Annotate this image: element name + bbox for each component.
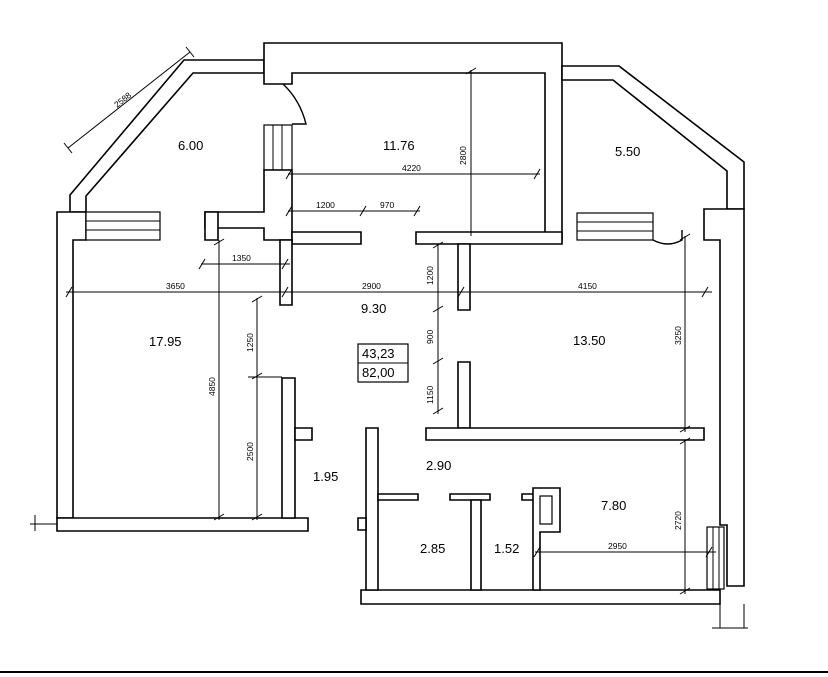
room-area-label: 13.50 <box>573 333 606 348</box>
dim-4850: 4850 <box>207 377 217 396</box>
total-area: 82,00 <box>362 365 395 380</box>
living-area: 43,23 <box>362 346 395 361</box>
room-area-label: 2.90 <box>426 458 451 473</box>
window-right-lower <box>706 526 725 590</box>
room-area-label: 17.95 <box>149 334 182 349</box>
dim-1200-side: 1200 <box>425 266 435 285</box>
window-left <box>85 211 161 241</box>
wall-corridor-v <box>365 427 379 591</box>
wall-wc-2 <box>449 493 491 501</box>
dim-900: 900 <box>425 330 435 344</box>
wall-partition-2 <box>415 231 563 245</box>
room-area-label: 2.85 <box>420 541 445 556</box>
dim-2588: 2588 <box>112 90 133 110</box>
wall-mid-h <box>425 427 705 441</box>
dim-4220: 4220 <box>402 163 421 173</box>
wall-stub-ac <box>204 211 219 241</box>
window-right <box>576 212 654 241</box>
dim-1250: 1250 <box>245 333 255 352</box>
dim-1350: 1350 <box>232 253 251 263</box>
wall-wc-1 <box>377 493 419 501</box>
dim-4150: 4150 <box>578 281 597 291</box>
room-area-label: 1.95 <box>313 469 338 484</box>
wall-right <box>703 208 745 587</box>
wall-corridor-stub <box>357 517 367 531</box>
dim-2950: 2950 <box>608 541 627 551</box>
wall-bath-stub <box>294 427 313 441</box>
dim-2900: 2900 <box>362 281 381 291</box>
dim-2800: 2800 <box>458 146 468 165</box>
wall-col-b <box>457 243 471 311</box>
wall-top-center <box>263 42 563 241</box>
door-swing-right <box>652 230 683 245</box>
wall-col-c <box>457 361 471 429</box>
room-area-label: 6.00 <box>178 138 203 153</box>
area-totals: 43,23 82,00 <box>357 343 409 383</box>
wall-right-bay <box>561 65 745 210</box>
dim-1150: 1150 <box>425 385 435 404</box>
wall-bottom-left <box>56 517 309 532</box>
wall-left-bay <box>69 59 265 213</box>
bottom-rule <box>0 671 828 673</box>
wall-col-a <box>279 239 293 306</box>
dim-970: 970 <box>380 200 394 210</box>
room-area-label: 7.80 <box>601 498 626 513</box>
dim-1200-top: 1200 <box>316 200 335 210</box>
room-area-label: 9.30 <box>361 301 386 316</box>
window-upper-left <box>263 124 293 171</box>
wall-bath-left <box>281 377 296 519</box>
dim-2720: 2720 <box>673 511 683 530</box>
wall-inner-upper <box>204 169 293 241</box>
wall-bottom-right <box>360 589 721 605</box>
wall-left <box>56 211 87 519</box>
room-area-label: 1.52 <box>494 541 519 556</box>
dim-3650: 3650 <box>166 281 185 291</box>
dim-3250: 3250 <box>673 326 683 345</box>
wall-wc-v <box>470 499 482 591</box>
shaft-inner <box>539 495 553 525</box>
dimension-lines <box>63 46 716 595</box>
door-swing-top <box>282 83 307 125</box>
wall-partition-1 <box>291 231 362 245</box>
room-area-label: 11.76 <box>383 138 415 153</box>
dim-2500: 2500 <box>245 442 255 461</box>
room-area-label: 5.50 <box>615 144 640 159</box>
